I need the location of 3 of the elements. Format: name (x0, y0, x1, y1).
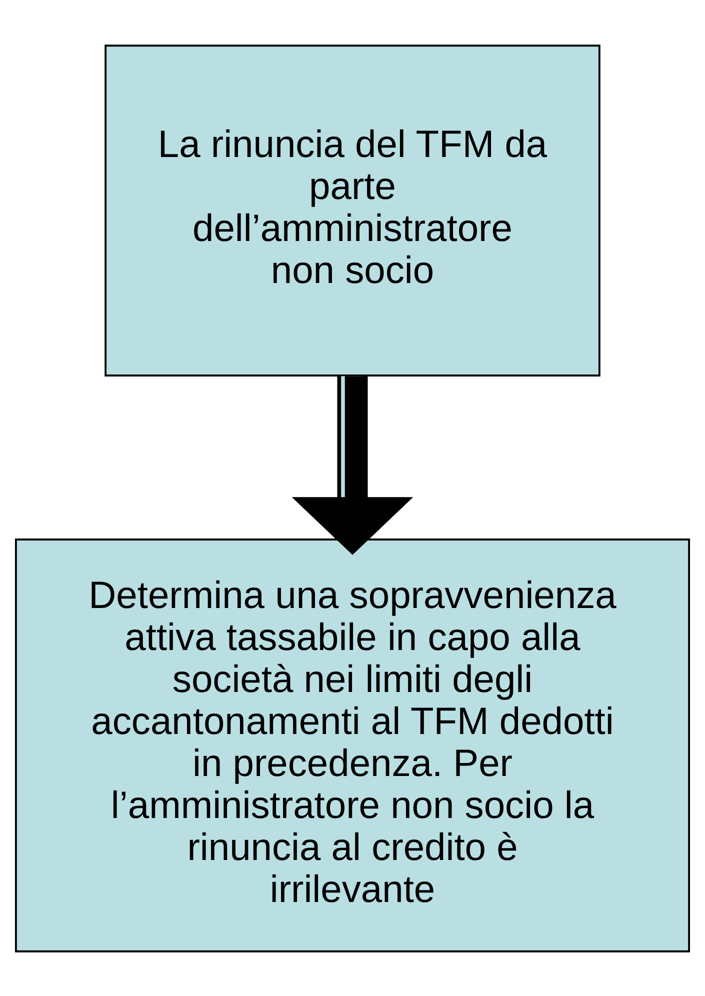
node-box: Determina una sopravvenienza attiva tassabile in capo alla società nei limiti degli accantonamenti al TFM dedotti in precedenza. Per l’amministratore non socio la rinuncia al credito è irrilevante (15, 538, 690, 952)
node-box: La rinuncia del TFM da parte dell’amministratore non socio (104, 44, 600, 376)
arrow (292, 376, 414, 554)
